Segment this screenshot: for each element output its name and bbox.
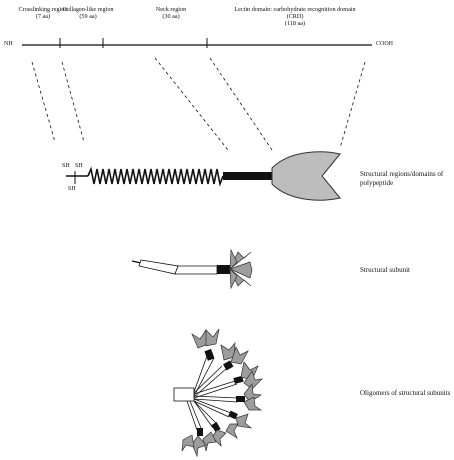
subunit-crd-cluster <box>230 250 252 288</box>
sh-label-3: SH <box>68 185 76 194</box>
collagen-helix <box>88 169 223 184</box>
c-terminal-label: COOH <box>376 40 393 49</box>
neck-region-shape <box>223 172 273 180</box>
label-oligomer: Oligomers of structural subunits <box>360 389 452 398</box>
region-lectin: Lectin domain: carbohydrate recognition … <box>232 6 358 27</box>
region-collagen: Collagen-like region (59 aa) <box>60 6 116 20</box>
subunit-structure <box>132 250 252 288</box>
region-collagen-name: Collagen-like region <box>60 6 116 13</box>
region-lectin-length: (118 aa) <box>232 20 358 27</box>
polypeptide-structure <box>66 152 340 200</box>
n-terminal-label: NH <box>4 40 13 49</box>
mapping-lines <box>32 58 365 150</box>
sh-label-1: SH <box>62 162 70 171</box>
oligomer-structure <box>174 329 262 456</box>
region-lectin-name: Lectin domain: carbohydrate recognition … <box>232 6 358 20</box>
region-neck: Neck region (30 aa) <box>146 6 196 20</box>
region-collagen-length: (59 aa) <box>60 13 116 20</box>
region-neck-name: Neck region <box>146 6 196 13</box>
label-subunit: Structural subunit <box>360 266 452 275</box>
sh-label-2: SH <box>75 162 83 171</box>
region-neck-length: (30 aa) <box>146 13 196 20</box>
label-polypeptide: Structural regions/domains of polypeptid… <box>360 170 452 188</box>
crd-domain-shape <box>272 152 340 200</box>
